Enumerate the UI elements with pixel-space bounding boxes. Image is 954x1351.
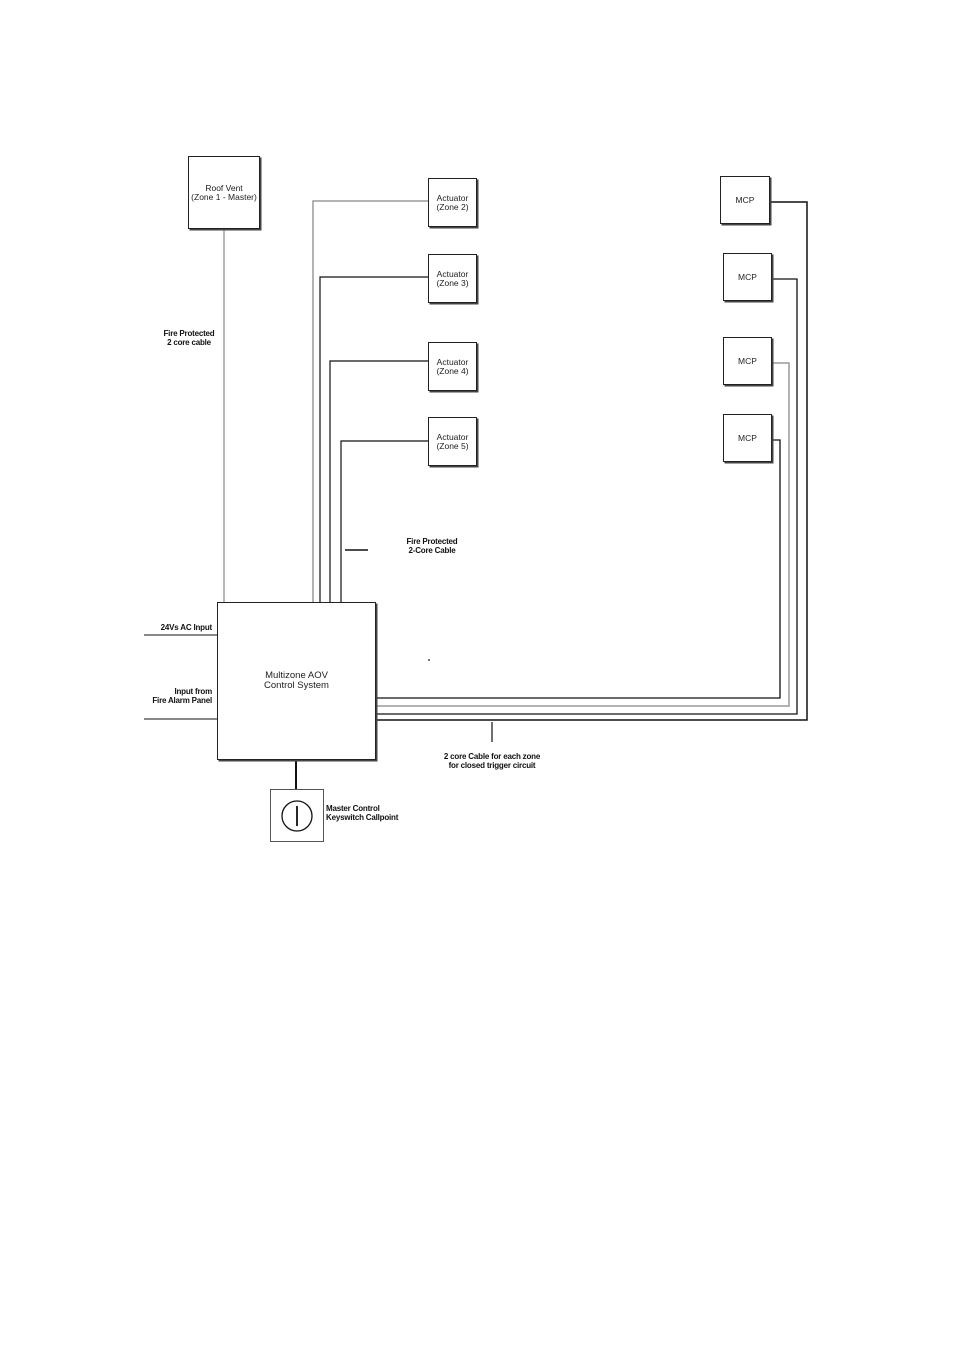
- mcp3-cable: [376, 362, 790, 707]
- roof-vent-label: Roof Vent (Zone 1 - Master): [191, 182, 257, 202]
- mcp-label-4: MCP: [738, 432, 757, 443]
- actuator-zone4-label: Actuator (Zone 4): [436, 356, 469, 376]
- keyswitch-box: [270, 789, 324, 842]
- ac-input-note: 24Vs AC Input: [160, 623, 213, 632]
- mcp-box-1: MCP: [720, 176, 770, 224]
- mcp-label-1: MCP: [735, 194, 755, 205]
- mcp1-cable: [376, 201, 808, 721]
- actuator-zone3-label: Actuator (Zone 3): [436, 268, 469, 288]
- mcp4-cable: [376, 439, 781, 699]
- mcp2-cable: [376, 278, 798, 715]
- keyswitch-note: Master Control Keyswitch Callpoint: [326, 804, 399, 822]
- actuator-zone2-box: Actuator (Zone 2): [428, 178, 477, 227]
- actuator-zone5-cable: [340, 440, 428, 602]
- control-system-box: Multizone AOV Control System: [217, 602, 376, 760]
- actuator-zone2-cable: [312, 200, 428, 602]
- actuator-zone4-cable: [329, 360, 428, 602]
- actuator-cable-note: Fire Protected 2-Core Cable: [406, 537, 458, 555]
- fire-alarm-input-note: Input from Fire Alarm Panel: [152, 687, 212, 705]
- roof-cable-note: Fire Protected 2 core cable: [163, 329, 215, 347]
- actuator-zone3-box: Actuator (Zone 3): [428, 254, 477, 303]
- actuator-zone4-box: Actuator (Zone 4): [428, 342, 477, 391]
- actuator-zone5-box: Actuator (Zone 5): [428, 417, 477, 466]
- actuator-zone5-label: Actuator (Zone 5): [436, 431, 469, 451]
- mcp-box-3: MCP: [723, 337, 772, 385]
- control-system-label: Multizone AOV Control System: [264, 670, 329, 691]
- mcp-label-2: MCP: [738, 271, 757, 282]
- actuator-zone3-cable: [319, 276, 428, 602]
- actuator-zone2-label: Actuator (Zone 2): [436, 192, 469, 212]
- mcp-label-3: MCP: [738, 355, 757, 366]
- roof-vent-box: Roof Vent (Zone 1 - Master): [188, 156, 260, 229]
- mcp-box-2: MCP: [723, 253, 772, 301]
- mcp-box-4: MCP: [723, 414, 772, 462]
- keyswitch-icon: [281, 800, 313, 832]
- mcp-cable-note: 2 core Cable for each zone for closed tr…: [443, 752, 541, 770]
